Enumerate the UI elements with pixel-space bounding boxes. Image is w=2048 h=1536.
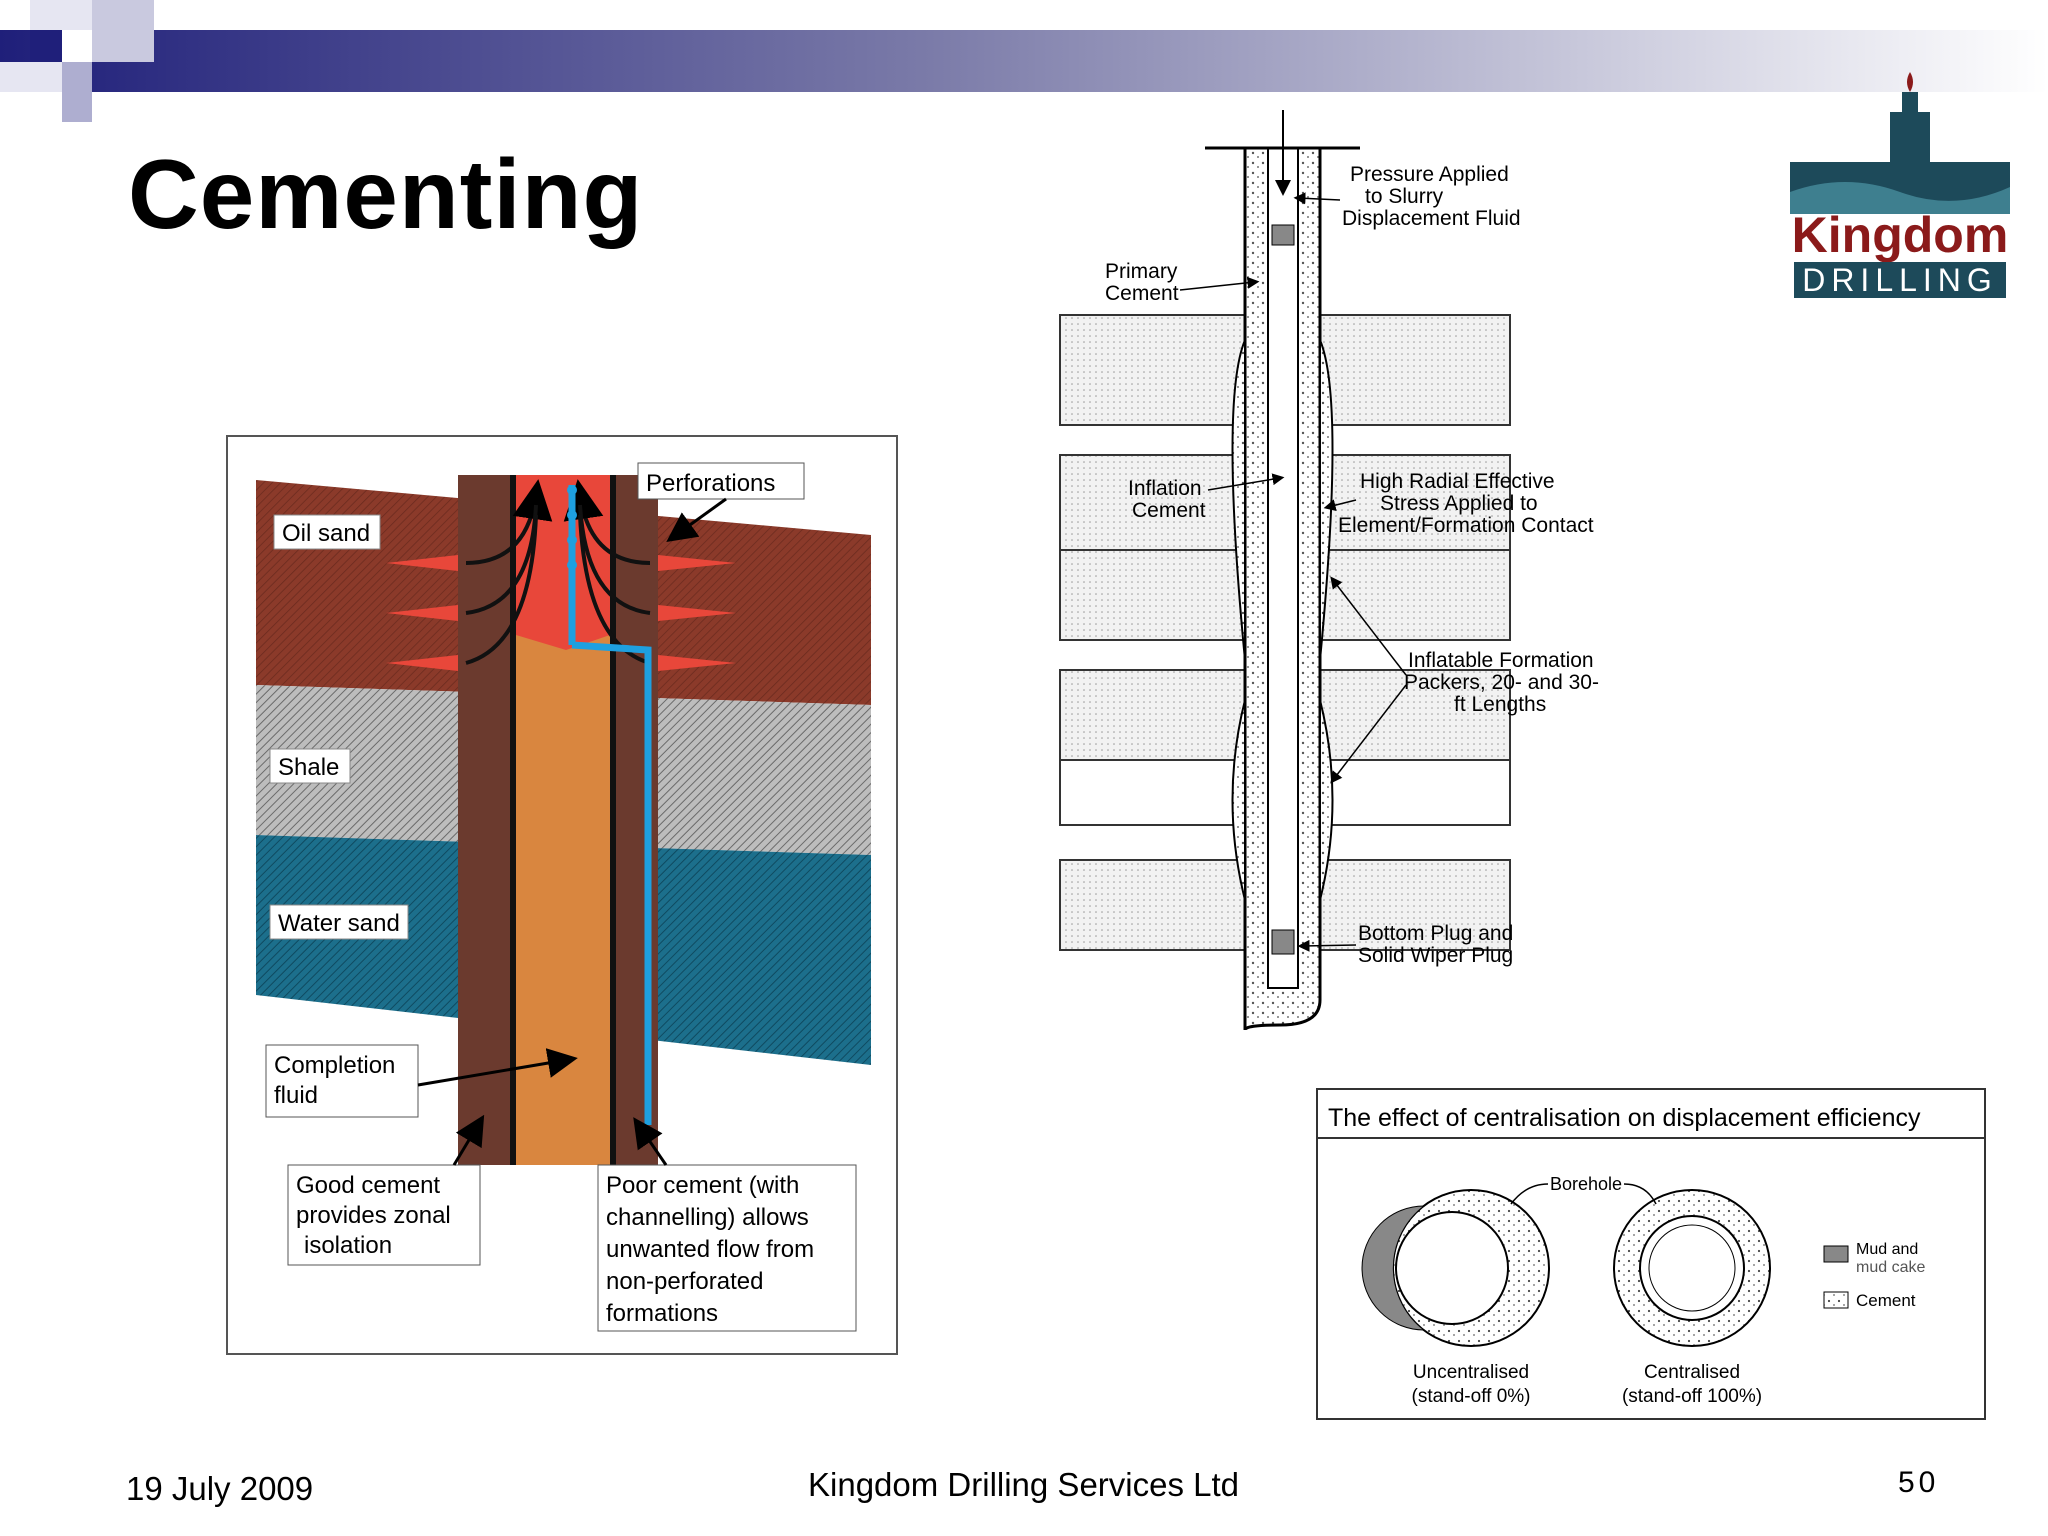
footer-date: 19 July 2009 [126,1470,314,1507]
label-poor-cement-1: Poor cement (with [606,1172,799,1199]
label-centralised-1: Centralised [1644,1362,1740,1383]
label-primary-2: Cement [1105,282,1179,305]
perforation-jets [386,555,736,671]
legend-mud-2: mud cake [1856,1259,1925,1276]
footer-page-number: 50 [1898,1466,1940,1499]
label-oil-sand: Oil sand [282,520,370,547]
label-radial-3: Element/Formation Contact [1338,514,1594,537]
leader-arrows [417,497,727,1166]
label-inflation-2: Cement [1132,499,1206,522]
kingdom-drilling-logo: Kingdom DRILLING [1790,72,2010,298]
label-packers-3: ft Lengths [1454,693,1546,716]
label-completion-fluid-1: Completion [274,1052,395,1079]
label-uncentralised-2: (stand-off 0%) [1412,1386,1531,1407]
label-perforations: Perforations [646,470,775,497]
label-good-cement-3: isolation [304,1232,392,1259]
uncentralised-pipe [1395,1211,1509,1325]
label-pressure-2: to Slurry [1365,185,1444,208]
label-radial-1: High Radial Effective [1360,470,1555,493]
centralisation-title: The effect of centralisation on displace… [1328,1104,1921,1132]
label-borehole: Borehole [1550,1174,1622,1194]
centralisation-diagram: The effect of centralisation on displace… [1316,1088,1986,1420]
header-gradient-bar [0,0,2048,122]
label-poor-cement-4: non-perforated [606,1268,763,1295]
label-good-cement-2: provides zonal [296,1202,451,1229]
label-poor-cement-2: channelling) allows [606,1204,809,1231]
label-completion-fluid-2: fluid [274,1082,318,1109]
inflatable-packer-diagram: Pressure Applied to Slurry Displacement … [1059,110,1599,1030]
label-packers-1: Inflatable Formation [1408,649,1594,672]
label-inflation-1: Inflation [1128,477,1202,500]
legend-mud-1: Mud and [1856,1241,1918,1258]
legend-mud-swatch [1823,1245,1849,1263]
packer-leaders [1179,192,1407,952]
logo-line1: Kingdom [1792,207,2009,263]
label-plug-2: Solid Wiper Plug [1358,944,1513,967]
label-pressure-3: Displacement Fluid [1342,207,1521,230]
pipe [1267,147,1299,989]
slide-title: Cementing [128,139,644,249]
label-centralised-2: (stand-off 100%) [1622,1386,1762,1407]
label-poor-cement-5: formations [606,1300,718,1327]
completion-cement-diagram: Oil sand Shale Water sand Perforations C… [226,435,898,1355]
legend-cement: Cement [1856,1291,1916,1310]
label-poor-cement-3: unwanted flow from [606,1236,814,1263]
label-good-cement-1: Good cement [296,1172,440,1199]
logo-line2: DRILLING [1802,262,1998,298]
uncentralised-mud [1361,1205,1426,1331]
label-uncentralised-1: Uncentralised [1413,1362,1529,1383]
label-pressure-1: Pressure Applied [1350,163,1509,186]
legend-cement-swatch [1823,1291,1849,1309]
label-radial-2: Stress Applied to [1380,492,1538,515]
label-packers-2: Packers, 20- and 30- [1404,671,1599,694]
flow-arrows [465,479,651,665]
label-primary-1: Primary [1105,260,1178,283]
label-shale: Shale [278,754,339,781]
label-water-sand: Water sand [278,910,400,937]
footer-company: Kingdom Drilling Services Ltd [808,1466,1240,1503]
label-plug-1: Bottom Plug and [1358,922,1513,945]
